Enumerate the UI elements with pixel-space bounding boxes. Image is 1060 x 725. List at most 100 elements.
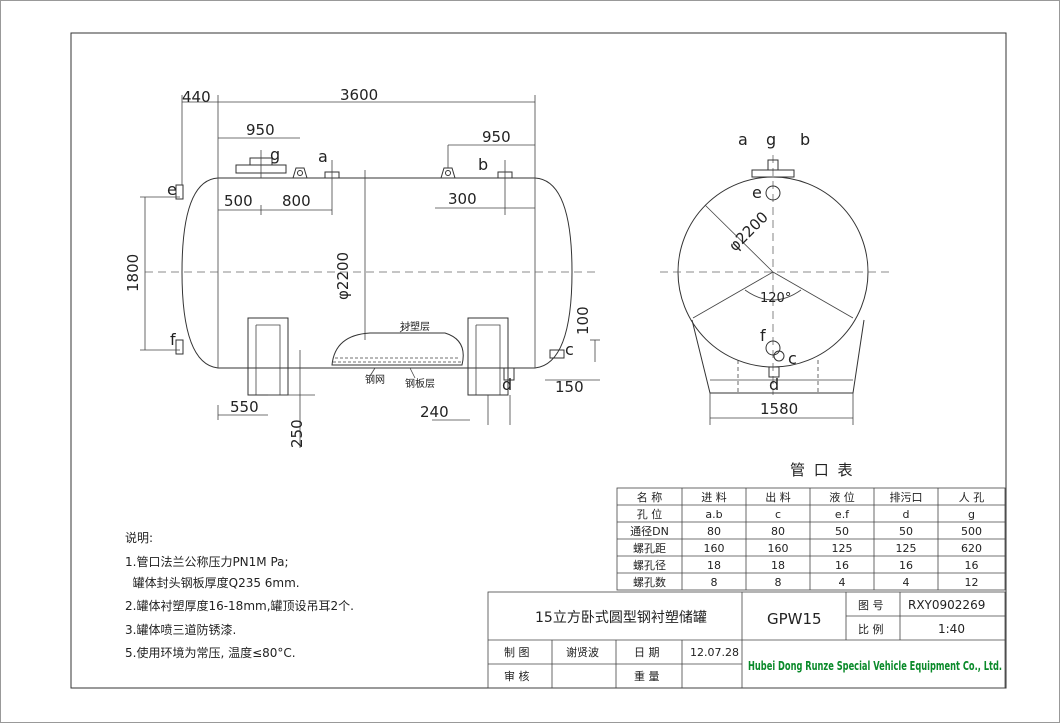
end-manhole-neck <box>767 159 779 171</box>
label-c-end: c <box>788 349 797 368</box>
drawing-title: 15立方卧式圆型钢衬塑储罐 <box>535 610 707 626</box>
lining-hatch <box>333 357 462 363</box>
nozzle-table-header-cell: 出 料 <box>765 490 791 504</box>
nozzle-table-cell: 4 <box>903 576 910 589</box>
dim-150: 150 <box>555 378 584 396</box>
nozzle-table-cell: 孔 位 <box>637 507 663 521</box>
note-line-4: 3.罐体喷三道防锈漆. <box>125 622 236 637</box>
dim-100: 100 <box>574 306 592 335</box>
dim-250: 250 <box>288 419 306 448</box>
label-e-end: e <box>752 183 762 202</box>
date-value: 12.07.28 <box>690 646 739 659</box>
note-line-5: 5.使用环境为常压, 温度≤80°C. <box>125 645 296 660</box>
drawing-no-label: 图 号 <box>858 599 884 612</box>
label-a-side: a <box>318 147 328 166</box>
lifting-lug-hole-left <box>297 170 303 176</box>
dimension-lines <box>140 95 600 448</box>
radius-leader <box>704 204 774 273</box>
label-mesh: 钢网 <box>365 373 385 386</box>
label-d-end: d <box>769 375 779 394</box>
angle-arc <box>744 289 802 301</box>
nozzle-table-cell: 18 <box>707 559 721 572</box>
nozzle-table-cell: 125 <box>832 542 853 555</box>
nozzle-table-cell: c <box>775 508 781 521</box>
label-f-side: f <box>170 330 176 349</box>
label-a-end: a <box>738 130 748 149</box>
angle-line-left <box>692 271 774 319</box>
nozzle-f <box>175 339 184 355</box>
nozzle-table-cell: 500 <box>961 525 982 538</box>
dim-800: 800 <box>282 192 311 210</box>
nozzle-table-cell: 16 <box>835 559 849 572</box>
note-line-2: 罐体封头钢板厚度Q235 6mm. <box>125 575 300 590</box>
dim-950-left: 950 <box>246 121 275 139</box>
nozzle-table-header-cell: 人 孔 <box>959 491 985 504</box>
drafter-name: 谢贤波 <box>566 645 599 659</box>
lifting-lug-left <box>292 167 308 179</box>
nozzle-table-cell: 8 <box>775 576 782 589</box>
scale-label: 比 例 <box>858 622 884 636</box>
angle-line-right <box>772 271 854 319</box>
nozzle-table-cell: 160 <box>704 542 725 555</box>
nozzle-d <box>503 367 515 381</box>
saddle-right <box>467 317 509 396</box>
dim-550: 550 <box>230 398 259 416</box>
dim-1800: 1800 <box>124 254 142 292</box>
end-nozzle-d <box>768 366 780 378</box>
dim-240: 240 <box>420 403 449 421</box>
nozzle-table-cell: 16 <box>899 559 913 572</box>
label-g-end: g <box>766 130 776 149</box>
title-block: 15立方卧式圆型钢衬塑储罐 GPW15 图 号 RXY0902269 比 例 1… <box>487 591 1006 689</box>
nozzle-table-cell: 12 <box>965 576 979 589</box>
weight-label: 重 量 <box>634 669 660 683</box>
nozzle-table-cell: 50 <box>835 525 849 538</box>
company-name: Hubei Dong Runze Special Vehicle Equipme… <box>748 658 1002 673</box>
nozzle-e <box>175 184 184 200</box>
end-nozzle-e <box>765 185 781 201</box>
label-d-side: d <box>502 375 512 394</box>
title-block-grid <box>487 591 1006 689</box>
notes: 说明: 1.管口法兰公称压力PN1M Pa; 罐体封头钢板厚度Q235 6mm.… <box>125 530 354 660</box>
nozzle-table-header-cell: 进 料 <box>701 490 727 504</box>
lining-detail <box>331 332 464 366</box>
nozzle-table-cell: 螺孔径 <box>633 559 666 572</box>
nozzle-table-cell: 螺孔数 <box>633 576 666 589</box>
end-nozzle-f <box>765 340 781 356</box>
label-c-side: c <box>565 340 574 359</box>
dim-500: 500 <box>224 192 253 210</box>
saddle-right-inner <box>475 324 501 395</box>
nozzle-table-header-cell: 液 位 <box>829 490 855 504</box>
dim-3600: 3600 <box>340 86 378 104</box>
dim-phi2200-side: φ2200 <box>334 252 352 300</box>
label-steel: 钢板层 <box>405 377 435 390</box>
nozzle-table-cell: 125 <box>896 542 917 555</box>
nozzle-table-cell: g <box>968 508 975 521</box>
dim-300: 300 <box>448 190 477 208</box>
label-lining: 衬塑层 <box>400 320 430 333</box>
nozzle-table-cell: 160 <box>768 542 789 555</box>
nozzle-c <box>549 349 565 359</box>
nozzle-table-cell: 16 <box>965 559 979 572</box>
lifting-lug-right <box>440 167 456 179</box>
nozzle-table-cell: 80 <box>707 525 721 538</box>
label-e-side: e <box>167 180 177 199</box>
checker-label: 审 核 <box>504 669 530 683</box>
saddle-left-inner <box>255 324 281 395</box>
saddle-left <box>247 317 289 396</box>
side-view: 440 3600 950 950 500 800 300 φ2200 1800 … <box>124 86 600 448</box>
nozzle-table-cell: e.f <box>835 508 850 521</box>
nozzle-table-cell: a.b <box>705 508 722 521</box>
nozzle-table-cell: 螺孔距 <box>633 542 666 555</box>
drawing-no: RXY0902269 <box>908 598 985 612</box>
dim-440: 440 <box>182 88 211 106</box>
end-view: a g b e f c d φ2200 120° 1580 <box>660 130 890 425</box>
label-b-end: b <box>800 130 810 149</box>
dim-1580: 1580 <box>760 400 798 418</box>
date-label: 日 期 <box>634 646 660 659</box>
nozzle-table-cell: 50 <box>899 525 913 538</box>
label-b-side: b <box>478 155 488 174</box>
